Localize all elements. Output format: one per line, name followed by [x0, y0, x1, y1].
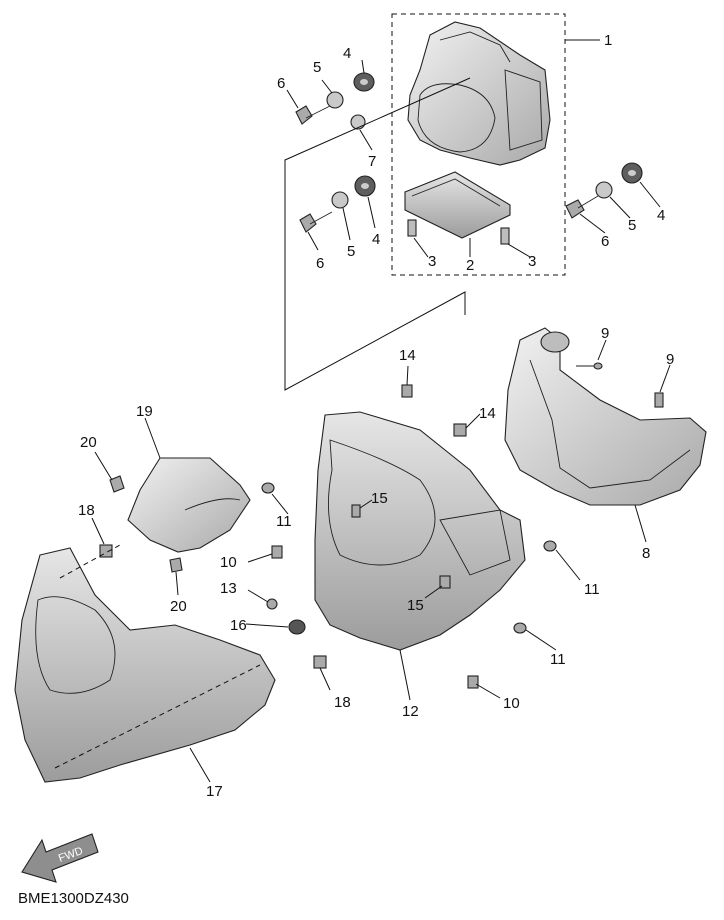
callout-11-low: 11 — [550, 651, 566, 668]
callout-7: 7 — [368, 153, 376, 170]
callout-2: 2 — [466, 257, 474, 274]
callout-19: 19 — [136, 403, 153, 420]
callout-14-right: 14 — [479, 405, 496, 422]
callout-17: 17 — [206, 783, 223, 800]
callout-9-right: 9 — [666, 351, 674, 368]
callout-6-right: 6 — [601, 233, 609, 250]
bolt-6-right — [565, 195, 599, 219]
clip-18-right — [313, 655, 327, 669]
callout-5-top: 5 — [313, 59, 321, 76]
bolt-6-mid — [299, 211, 333, 233]
callout-15-top: 15 — [371, 490, 388, 507]
callout-9-top: 9 — [601, 325, 609, 342]
callout-5-right: 5 — [628, 217, 636, 234]
headlight-unit — [407, 21, 551, 166]
grommet-16 — [288, 619, 306, 635]
callout-8: 8 — [642, 545, 650, 562]
callout-4-mid: 4 — [372, 231, 380, 248]
mounting-plate — [404, 171, 511, 239]
grommet-4-right — [621, 162, 643, 184]
clip-14-top — [401, 384, 413, 398]
screw-11-left — [261, 482, 275, 494]
callout-10-right: 10 — [503, 695, 520, 712]
callout-3-right: 3 — [528, 253, 536, 270]
screw-9-right — [654, 392, 664, 408]
assembly-boundary — [391, 13, 566, 276]
callout-18-right: 18 — [334, 694, 351, 711]
clip-15-bottom — [439, 575, 451, 589]
front-fairing-17 — [14, 547, 276, 783]
flasher-light-8 — [504, 327, 707, 506]
callout-4-top: 4 — [343, 45, 351, 62]
callout-6-mid: 6 — [316, 255, 324, 272]
callout-4-right: 4 — [657, 207, 665, 224]
screw-3-left — [407, 219, 417, 237]
screw-11-mid — [543, 540, 557, 552]
screw-20-bottom — [169, 557, 183, 573]
callout-10-left: 10 — [220, 554, 237, 571]
clip-10-left — [271, 545, 283, 559]
grommet-4-mid — [354, 175, 376, 197]
collar-5-mid — [331, 191, 349, 209]
callout-14-top: 14 — [399, 347, 416, 364]
inner-cowling-12 — [314, 411, 526, 651]
clip-15-top — [351, 504, 361, 518]
callout-11-left: 11 — [276, 513, 292, 530]
callout-11-mid: 11 — [584, 581, 600, 598]
callout-6-top: 6 — [277, 75, 285, 92]
bolt-6-top — [295, 105, 331, 125]
callout-16: 16 — [230, 617, 247, 634]
clip-10-right — [467, 675, 479, 689]
forward-direction-arrow-icon: FWD — [21, 833, 99, 883]
screw-9-top — [576, 362, 603, 370]
clip-14-right — [453, 423, 467, 437]
callout-18-left: 18 — [78, 502, 95, 519]
grommet-4-top — [353, 72, 375, 92]
callout-1: 1 — [604, 32, 612, 49]
callout-15-bottom: 15 — [407, 597, 424, 614]
collar-5-right — [595, 181, 613, 199]
callout-12: 12 — [402, 703, 419, 720]
screw-11-low — [513, 622, 527, 634]
collar-7 — [350, 114, 366, 130]
callout-20-top: 20 — [80, 434, 97, 451]
callout-5-mid: 5 — [347, 243, 355, 260]
leader-lines — [91, 59, 671, 783]
collar-5-top — [326, 91, 344, 109]
callout-20-bottom: 20 — [170, 598, 187, 615]
screw-20-top — [109, 475, 125, 493]
callout-13: 13 — [220, 580, 237, 597]
inner-panel-19 — [127, 457, 251, 553]
screw-13 — [266, 598, 278, 610]
screw-3-right — [500, 227, 510, 245]
drawing-code: BME1300DZ430 — [18, 890, 129, 907]
callout-3-left: 3 — [428, 253, 436, 270]
